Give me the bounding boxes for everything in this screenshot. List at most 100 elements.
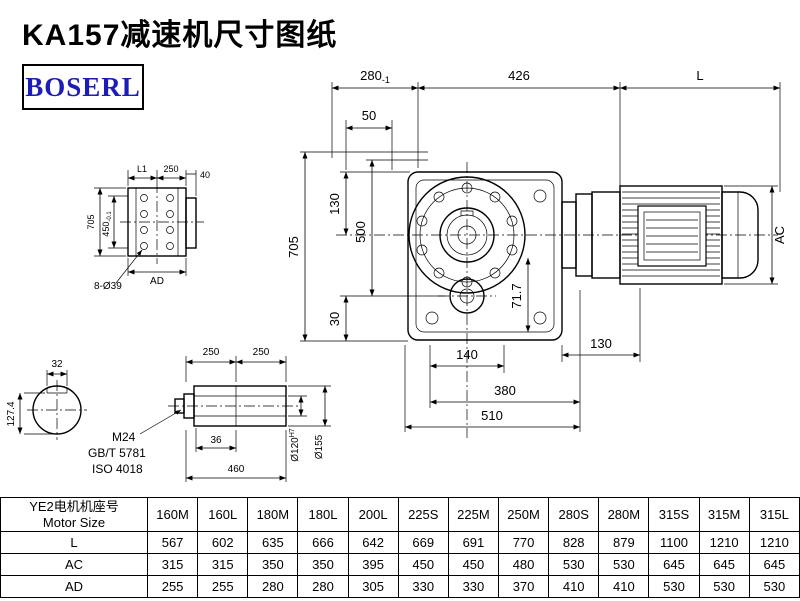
table-cell-AC: 530	[548, 553, 600, 576]
table-header-size-280S: 280S	[548, 497, 600, 532]
table-cell-AD: 280	[297, 575, 349, 598]
table-header-size-225M: 225M	[447, 497, 499, 532]
table-cell-L: 602	[197, 531, 249, 554]
table-cell-AD: 370	[497, 575, 550, 598]
table-cell-AC: 645	[648, 553, 700, 576]
dim-510: 510	[481, 408, 503, 423]
table-cell-AC: 350	[297, 553, 349, 576]
dim-250-shaft-1: 250	[203, 347, 220, 358]
dim-127-4: 127.4	[6, 401, 17, 426]
boserl-logo-text: BOSERL	[25, 71, 141, 102]
motor-fan-cover	[721, 191, 759, 279]
shaft-side-view: 250 250 M24 GB/T 5781 ISO 4018 36 460 Ø1…	[88, 347, 331, 482]
dim-140: 140	[456, 347, 478, 362]
table-cell-AD: 255	[146, 575, 199, 598]
table-cell-AD: 410	[548, 575, 600, 598]
table-header-size-180L: 180L	[297, 497, 349, 532]
table-cell-L: 770	[497, 531, 550, 554]
table-cell-L: 666	[297, 531, 349, 554]
flange-top-view: L1 250 40 705 450-0.1 8-Ø39 AD	[86, 164, 210, 292]
table-header-size-315M: 315M	[698, 497, 750, 532]
table-cell-L: 642	[347, 531, 399, 554]
dim-L1: L1	[137, 164, 147, 174]
table-header-size-315L: 315L	[748, 497, 800, 532]
dim-36: 36	[210, 435, 222, 446]
table-cell-AC: 645	[698, 553, 750, 576]
table-cell-AD: 330	[447, 575, 499, 598]
label-M24: M24	[112, 430, 136, 444]
table-cell-AD: 410	[598, 575, 650, 598]
dim-130-left: 130	[327, 193, 342, 215]
table-row-label-AC: AC	[0, 553, 148, 576]
dim-460: 460	[228, 464, 245, 475]
table-cell-L: 828	[548, 531, 600, 554]
table-cell-AC: 645	[748, 553, 800, 576]
table-cell-AC: 315	[197, 553, 249, 576]
table-cell-AC: 395	[347, 553, 399, 576]
gearbox-front-view	[336, 162, 778, 438]
table-header-size-160M: 160M	[146, 497, 199, 532]
dim-500: 500	[353, 221, 368, 243]
table-header-size-280M: 280M	[598, 497, 650, 532]
bottom-dimensions: 140 130 380 510	[404, 288, 641, 432]
table-cell-AC: 315	[146, 553, 199, 576]
table-cell-AC: 450	[447, 553, 499, 576]
motor-side-view	[561, 185, 759, 285]
boserl-logo: BOSERL	[22, 64, 144, 110]
table-cell-AD: 305	[347, 575, 399, 598]
table-header-size-160L: 160L	[197, 497, 249, 532]
table-cell-L: 1210	[748, 531, 800, 554]
table-header-size-315S: 315S	[648, 497, 700, 532]
table-row-label-L: L	[0, 531, 148, 554]
table-header-size-250M: 250M	[497, 497, 550, 532]
table-cell-L: 1210	[698, 531, 750, 554]
flange-view-bolt-holes	[140, 194, 174, 250]
table-cell-AC: 450	[397, 553, 449, 576]
dim-450: 450-0.1	[101, 211, 113, 237]
table-cell-L: 879	[598, 531, 650, 554]
dim-30: 30	[327, 312, 342, 326]
dim-L: L	[696, 68, 703, 83]
table-cell-AC: 480	[497, 553, 550, 576]
table-cell-L: 635	[247, 531, 299, 554]
dim-32: 32	[51, 359, 63, 370]
table-header-size-200L: 200L	[347, 497, 399, 532]
table-header-size-225S: 225S	[397, 497, 449, 532]
dim-71-7: 71.7	[509, 283, 524, 308]
dim-AD: AD	[150, 276, 164, 287]
table-cell-L: 691	[447, 531, 499, 554]
table-cell-L: 669	[397, 531, 449, 554]
dim-250-flange: 250	[163, 164, 178, 174]
table-cell-AC: 530	[598, 553, 650, 576]
table-cell-AD: 530	[648, 575, 700, 598]
table-cell-AD: 255	[197, 575, 249, 598]
table-row-label-AD: AD	[0, 575, 148, 598]
dim-130-bottom: 130	[590, 336, 612, 351]
table-cell-AD: 330	[397, 575, 449, 598]
dim-426: 426	[508, 68, 530, 83]
table-header-size-180M: 180M	[247, 497, 299, 532]
page-title: KA157减速机尺寸图纸	[22, 19, 338, 52]
dim-50: 50	[362, 108, 376, 123]
dim-705-flange: 705	[86, 214, 96, 229]
dim-250-shaft-2: 250	[253, 347, 270, 358]
dimension-drawing: 280-1 426 L 50 705 130 500 30 71.7 140 1…	[6, 68, 787, 482]
dim-AC: AC	[772, 226, 787, 244]
label-ISO-4018: ISO 4018	[92, 462, 143, 476]
label-GBT-5781: GB/T 5781	[88, 446, 146, 460]
label-8-d39: 8-Ø39	[94, 281, 122, 292]
table-cell-L: 567	[146, 531, 199, 554]
dim-705-main: 705	[286, 236, 301, 258]
table-cell-AD: 280	[247, 575, 299, 598]
table-cell-AC: 350	[247, 553, 299, 576]
dim-280: 280-1	[360, 68, 390, 85]
dim-380: 380	[494, 383, 516, 398]
top-dimensions: 280-1 426 L 50	[331, 68, 781, 192]
dim-d155: Ø155	[314, 434, 325, 459]
shaft-end-view: 32 127.4	[6, 359, 87, 440]
ac-dimension: AC	[724, 185, 787, 285]
table-cell-L: 1100	[648, 531, 700, 554]
dim-d120: Ø120H7	[289, 428, 301, 462]
